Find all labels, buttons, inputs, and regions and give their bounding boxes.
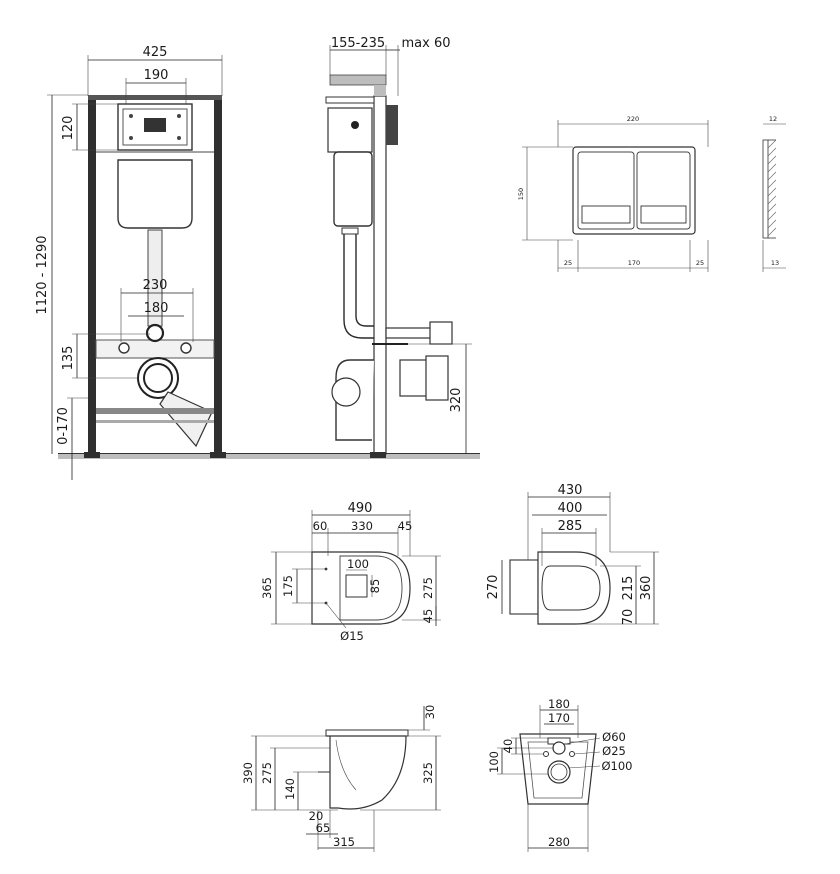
dim-studs-inner: 180 (144, 301, 169, 316)
dim-back-d60: Ø60 (602, 730, 626, 744)
dim-plate-edge-right: 25 (696, 259, 704, 267)
dim-bowl-span: 330 (351, 519, 373, 533)
dim-hole-height: 85 (368, 579, 382, 594)
dim-back-h40: 40 (501, 739, 515, 754)
dim-outlet-height: 320 (449, 388, 464, 413)
dim-bowl-holes: 175 (281, 575, 295, 597)
dim-bowl-width: 365 (260, 577, 274, 599)
dim-side-top: 30 (423, 705, 437, 720)
dim-back-inner: 170 (548, 711, 570, 725)
frame-front-view: 425 190 1120 - 1290 120 230 180 135 0-17… (35, 45, 480, 480)
dim-seat-mid: 400 (558, 501, 583, 516)
dim-side-depth: 315 (333, 835, 355, 849)
dim-width-total: 425 (143, 45, 168, 60)
dim-top-offset: 120 (61, 116, 76, 141)
dim-plate-width: 220 (627, 115, 639, 123)
dim-seat-front: 70 (621, 609, 636, 626)
dim-hole-diameter: Ø15 (340, 629, 364, 643)
dim-depth-range: 155-235 (331, 36, 385, 51)
dim-bowl-edge: 45 (421, 609, 435, 624)
dim-bowl-inner: 275 (421, 577, 435, 599)
dim-height-range: 1120 - 1290 (35, 235, 50, 314)
dim-hole-width: 100 (347, 557, 369, 571)
dim-seat-outer: 430 (558, 483, 583, 498)
dim-side-step: 20 (309, 809, 324, 823)
dim-seat-h: 215 (621, 576, 636, 601)
dim-plate-thickness: 12 (769, 115, 777, 123)
dim-studs-outer: 230 (143, 278, 168, 293)
bowl-top-view: 490 60 330 45 365 175 100 85 275 45 Ø15 (260, 501, 441, 643)
dim-wall-max: max 60 (402, 36, 451, 51)
dim-side-rim: 275 (260, 762, 274, 784)
dim-back-h100: 100 (487, 751, 501, 773)
dim-width-cistern: 190 (144, 68, 169, 83)
flush-plate-view: 220 12 150 25 170 25 13 (517, 115, 786, 272)
dim-seat-height: 270 (486, 575, 501, 600)
dim-back-d100: Ø100 (601, 759, 632, 773)
frame-side-view: 155-235 max 60 320 (325, 36, 472, 458)
dim-side-height: 390 (241, 762, 255, 784)
dim-side-inner: 325 (421, 762, 435, 784)
dim-plate-edge-left: 25 (564, 259, 572, 267)
dim-back-d25: Ø25 (602, 744, 626, 758)
dim-foot-range: 0-170 (56, 407, 71, 445)
bowl-back-view: 180 170 Ø60 Ø25 Ø100 100 40 280 (487, 697, 633, 852)
dim-bowl-length: 490 (348, 501, 373, 516)
dim-bottom-offset: 135 (61, 346, 76, 371)
dim-side-offset: 65 (316, 821, 331, 835)
dim-bowl-left: 60 (313, 519, 328, 533)
dim-seat-total: 360 (639, 576, 654, 601)
dim-back-outer: 180 (548, 697, 570, 711)
dim-plate-height: 150 (517, 188, 525, 200)
dim-side-outlet: 140 (283, 778, 297, 800)
dim-bowl-right: 45 (398, 519, 413, 533)
dim-plate-depth: 13 (771, 259, 779, 267)
bowl-side-view: 30 390 275 325 140 20 65 315 (241, 705, 441, 852)
dim-plate-middle: 170 (628, 259, 640, 267)
seat-top-view: 430 400 285 270 215 360 70 (486, 483, 659, 625)
dim-back-width: 280 (548, 835, 570, 849)
dim-seat-inner: 285 (558, 519, 583, 534)
